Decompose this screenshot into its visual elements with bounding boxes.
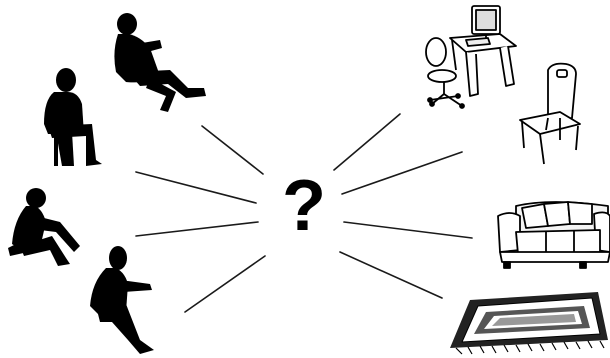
office-desk-chair-icon — [426, 6, 516, 108]
rug-icon — [450, 292, 608, 354]
sofa-icon — [498, 202, 610, 268]
person-sitting-reclined-icon — [114, 13, 206, 112]
connector-line — [340, 252, 442, 298]
person-sitting-upright-icon — [44, 68, 102, 166]
connector-line — [136, 222, 258, 236]
connector-line — [334, 114, 400, 170]
person-sitting-floor-icon — [8, 188, 80, 266]
question-mark: ? — [272, 166, 336, 246]
connector-line — [202, 126, 263, 174]
connector-line — [342, 152, 462, 194]
connector-line — [136, 172, 256, 203]
connector-line — [185, 256, 265, 312]
wooden-chair-icon — [520, 64, 580, 164]
connector-line — [344, 222, 472, 238]
person-sitting-reaching-icon — [90, 246, 154, 354]
